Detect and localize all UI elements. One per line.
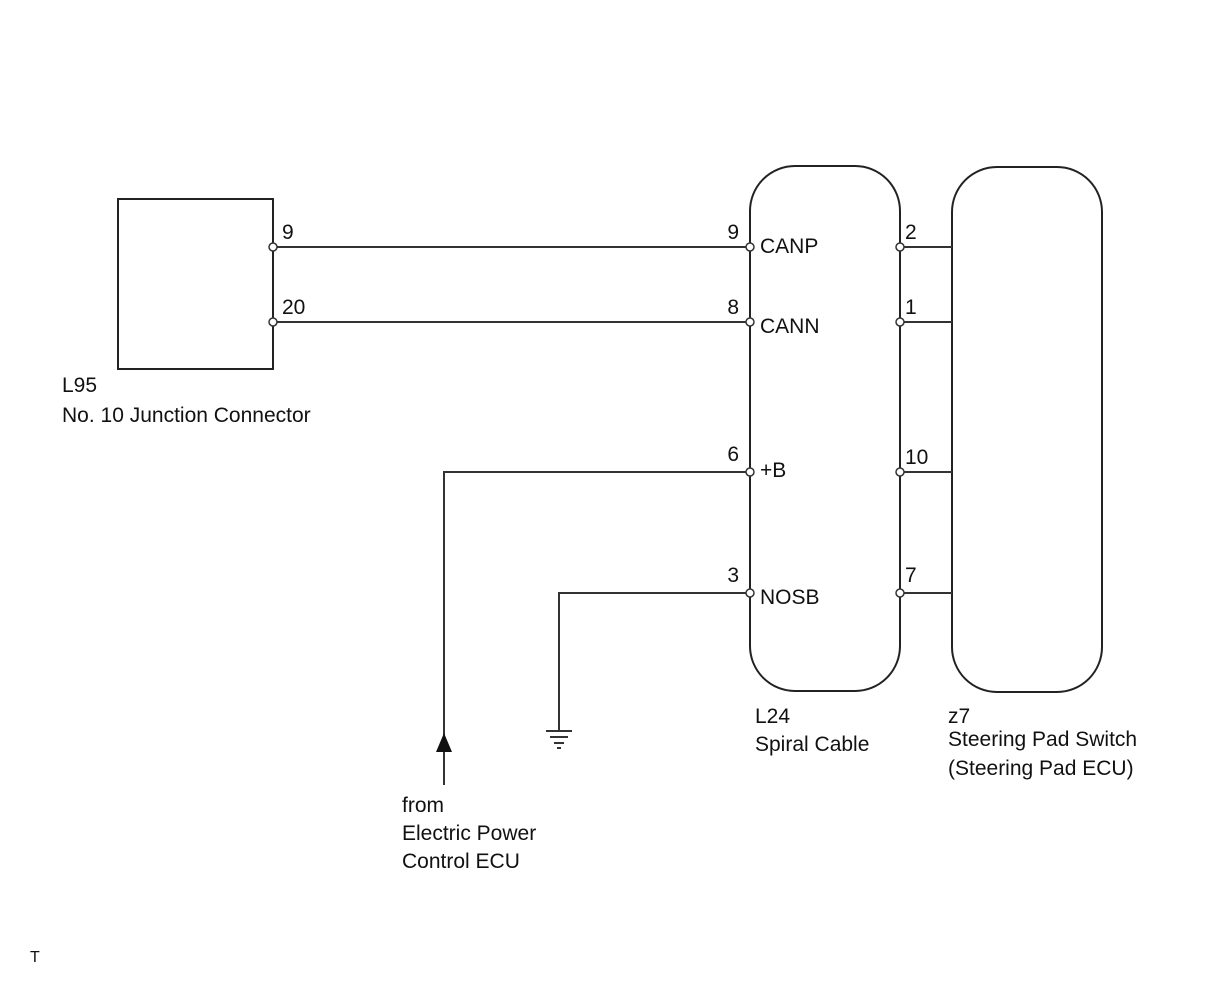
spiral-cable-box [749, 165, 901, 692]
spiral-left-pin-number: 9 [727, 221, 739, 244]
junction-connector-name: No. 10 Junction Connector [62, 404, 311, 427]
junction-connector-code: L95 [62, 374, 97, 397]
steering-pad-ecu-name: (Steering Pad ECU) [948, 757, 1134, 780]
pin-terminal [895, 242, 905, 252]
pin-terminal [268, 242, 278, 252]
signal-label-b: +B [760, 459, 786, 482]
spiral-left-pin-number: 8 [727, 296, 739, 319]
source-label-line3: Control ECU [402, 850, 520, 873]
steering-pad-code: z7 [948, 705, 970, 728]
junction-pin-number: 9 [282, 221, 294, 244]
spiral-left-pin-number: 3 [727, 564, 739, 587]
spiral-right-pin-number: 2 [905, 221, 917, 244]
spiral-right-pin-number: 1 [905, 296, 917, 319]
spiral-cable-code: L24 [755, 705, 790, 728]
signal-label-nosb: NOSB [760, 586, 820, 609]
signal-label-canp: CANP [760, 235, 818, 258]
pin-terminal [268, 317, 278, 327]
spiral-cable-name: Spiral Cable [755, 733, 869, 756]
junction-pin-number: 20 [282, 296, 305, 319]
wire-b-source [443, 471, 750, 785]
wire-nosb-ground [558, 592, 750, 731]
arrow-up-icon [436, 733, 452, 752]
source-label-line2: Electric Power [402, 822, 536, 845]
signal-label-cann: CANN [760, 315, 820, 338]
pin-terminal [895, 467, 905, 477]
footer-mark: T [30, 949, 40, 966]
pin-terminal [745, 242, 755, 252]
spiral-right-pin-number: 7 [905, 564, 917, 587]
pin-terminal [895, 588, 905, 598]
steering-pad-name: Steering Pad Switch [948, 728, 1137, 751]
junction-connector-box [117, 198, 274, 370]
spiral-right-pin-number: 10 [905, 446, 928, 469]
source-label-from: from [402, 794, 444, 817]
ground-icon [546, 730, 572, 749]
pin-terminal [895, 317, 905, 327]
pin-terminal [745, 467, 755, 477]
pin-terminal [745, 588, 755, 598]
spiral-left-pin-number: 6 [727, 443, 739, 466]
steering-pad-switch-box [951, 166, 1103, 693]
pin-terminal [745, 317, 755, 327]
